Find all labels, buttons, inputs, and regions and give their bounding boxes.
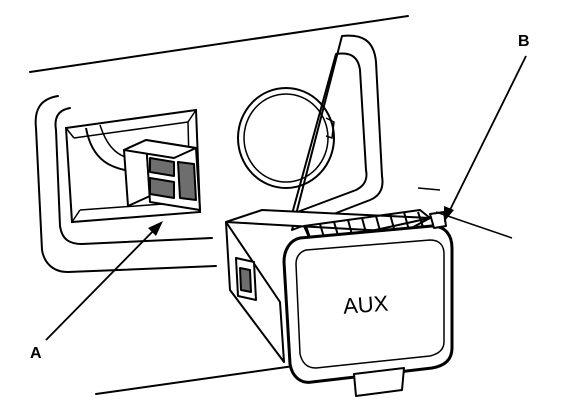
connector-slot-2 (149, 177, 175, 199)
harness-connector (123, 139, 201, 211)
switch-bottom-tab (353, 367, 405, 397)
leader-line-b (445, 55, 527, 219)
switch-label: AUX (342, 291, 389, 319)
connector-slot-1 (149, 157, 175, 177)
opening-back (65, 109, 201, 223)
connector-top (123, 139, 197, 159)
callout-label-a: A (30, 345, 42, 362)
panel-bottom-edge (95, 363, 309, 395)
callout-label-b: B (518, 33, 530, 50)
dash-panel (29, 15, 409, 395)
aux-switch (225, 209, 454, 397)
panel-bezel-outer (34, 34, 384, 273)
connector-opening (64, 108, 202, 224)
arrowhead-a (148, 221, 163, 236)
mounting-line-2 (417, 187, 441, 191)
round-socket (237, 87, 335, 189)
panel-bezel-inner (54, 52, 368, 245)
socket-tab (325, 117, 335, 140)
switch-face-inset (295, 239, 445, 369)
arrowhead-b (444, 206, 454, 222)
callout-a: A (30, 221, 163, 362)
socket-inner (243, 93, 329, 183)
switch-face (282, 224, 454, 384)
callout-b: B (444, 33, 530, 222)
socket-outer (237, 87, 335, 189)
connector-latch (177, 161, 197, 201)
switch-lock-tab (239, 267, 252, 293)
panel-top-edge (29, 15, 409, 73)
leader-line-a (45, 223, 161, 341)
